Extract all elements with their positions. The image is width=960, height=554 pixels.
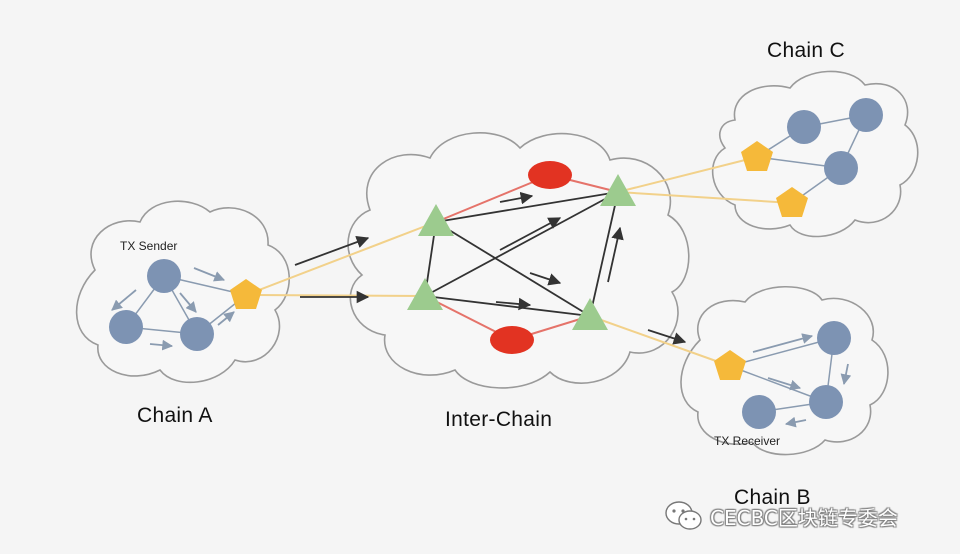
- link-relay-right-to-c2: [617, 191, 793, 204]
- chain-b-cloud: [680, 285, 889, 456]
- chain-c-label: Chain C: [767, 39, 845, 62]
- chain-b-node: [817, 321, 851, 355]
- link-a-to-relay-top: [245, 221, 437, 296]
- flow-arrow: [495, 297, 532, 311]
- mesh-top-bottom: [435, 221, 591, 317]
- mesh-top-right: [435, 191, 619, 223]
- link-hub-top-left: [435, 174, 551, 223]
- chain-a-node: [180, 317, 214, 351]
- inter-chain-label: Inter-Chain: [445, 408, 553, 431]
- tx-receiver-label: TX Receiver: [714, 434, 781, 448]
- chain-arrow: [217, 311, 235, 326]
- chain-arrow: [149, 339, 174, 351]
- chain-c-node: [824, 151, 858, 185]
- chain-c-gateway-bottom: [776, 187, 808, 217]
- chain-arrow: [840, 363, 852, 386]
- relay-triangle-left: [407, 278, 443, 310]
- chain-a-node-sender: [147, 259, 181, 293]
- link-relay-bottom-to-b: [589, 315, 731, 367]
- chain-b-label: Chain B: [734, 486, 811, 509]
- flow-arrow: [607, 226, 624, 283]
- mesh-left-right: [424, 191, 619, 297]
- chain-arrow: [111, 289, 137, 311]
- flow-arrow: [294, 236, 370, 266]
- flow-arrow: [647, 329, 687, 345]
- wechat-icon: [665, 501, 702, 530]
- link-a-to-relay-left: [245, 294, 426, 297]
- flow-arrow: [529, 272, 562, 286]
- watermark: CECBC区块链专委会: [664, 496, 954, 536]
- mesh-right-bottom: [589, 191, 619, 317]
- chain-b-node-receiver: [742, 395, 776, 429]
- chain-b-link: [729, 365, 827, 403]
- chain-a-label: Chain A: [137, 404, 213, 427]
- relay-triangle-top: [418, 204, 454, 236]
- chain-b-gateway: [714, 350, 746, 380]
- chain-arrow: [767, 377, 802, 391]
- relay-triangle-right: [600, 174, 636, 206]
- hub-ellipse-top: [528, 161, 572, 189]
- chain-arrow: [752, 333, 814, 353]
- mesh-left-bottom: [424, 295, 591, 317]
- flow-arrow: [499, 217, 562, 251]
- link-relay-right-to-c1: [617, 156, 758, 193]
- chain-c-node: [849, 98, 883, 132]
- hub-ellipse-bottom: [490, 326, 534, 354]
- flow-arrow: [499, 191, 534, 205]
- relay-triangle-bottom: [572, 298, 608, 330]
- chain-b-node: [809, 385, 843, 419]
- chain-arrow: [784, 416, 807, 428]
- chain-arrow: [179, 292, 197, 313]
- tx-sender-label: TX Sender: [120, 239, 178, 253]
- chain-a-node: [109, 310, 143, 344]
- chain-a-gateway: [230, 279, 262, 309]
- chain-arrow: [193, 267, 226, 282]
- watermark-text: CECBC区块链专委会: [710, 505, 898, 530]
- chain-c-node: [787, 110, 821, 144]
- chain-b-link: [729, 337, 835, 367]
- chain-c-gateway-top: [741, 141, 773, 171]
